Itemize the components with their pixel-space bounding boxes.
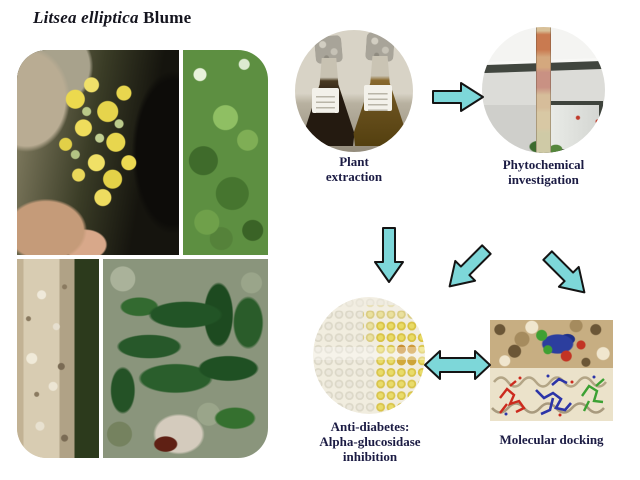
figure-title: Litsea elliptica Blume (33, 8, 191, 28)
photo-tree-canopy (183, 50, 268, 255)
plant-photo-collage (17, 50, 268, 458)
photo-trunk-bark (17, 259, 99, 458)
microplate-wells (313, 297, 425, 414)
species-author: Blume (143, 8, 192, 27)
arrow-down-right-icon (542, 250, 586, 294)
flask-right-icon (353, 32, 407, 146)
flask-left-icon (303, 34, 355, 146)
docking-surface-view (490, 320, 613, 368)
caption-line: Plant (339, 154, 369, 169)
caption-line: Anti-diabetes: (330, 419, 410, 434)
photo-chromatography-column (482, 27, 605, 153)
caption-line: inhibition (342, 449, 398, 464)
photo-leaves (103, 259, 268, 458)
caption-phytochemical-investigation: Phytochemical investigation (478, 157, 609, 187)
arrow-left-right-icon (424, 350, 491, 380)
caption-line: Phytochemical (502, 157, 585, 172)
photo-plant-extraction-flasks (295, 30, 413, 152)
caption-line: investigation (508, 172, 579, 187)
arrow-down-icon (374, 227, 404, 283)
column-strip (536, 27, 551, 153)
caption-plant-extraction: Plant extraction (293, 154, 415, 184)
photo-microplate-assay (313, 297, 425, 414)
caption-anti-diabetes: Anti-diabetes: Alpha-glucosidase inhibit… (297, 419, 443, 464)
docking-sticks-view (490, 368, 613, 421)
caption-molecular-docking: Molecular docking (478, 432, 625, 447)
photo-molecular-docking (490, 320, 613, 421)
caption-line: Alpha-glucosidase (319, 434, 421, 449)
caption-line: extraction (325, 169, 383, 184)
arrow-down-left-icon (448, 244, 492, 288)
species-name: Litsea elliptica (33, 8, 139, 27)
ligand-sticks (490, 368, 613, 421)
photo-flowers (17, 50, 179, 255)
arrow-right-icon (432, 82, 484, 112)
caption-line: Molecular docking (499, 432, 604, 447)
